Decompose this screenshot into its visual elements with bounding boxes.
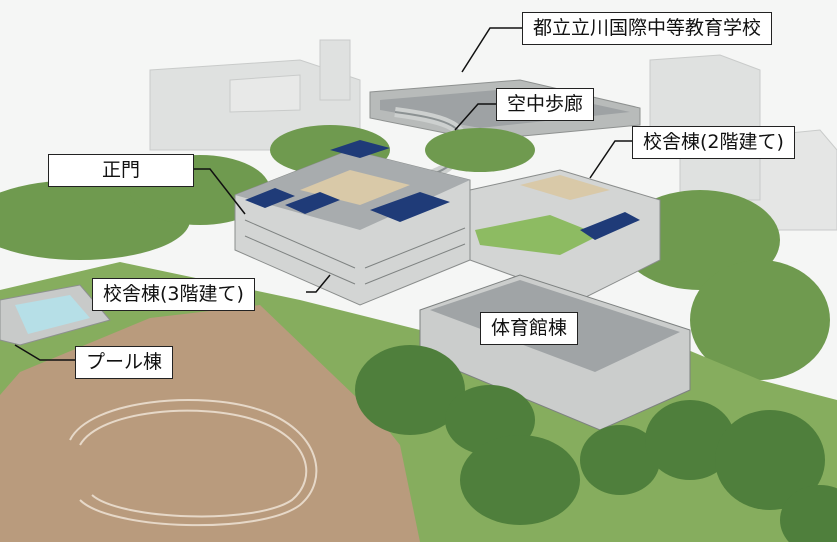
label-school: 都立立川国際中等教育学校 — [522, 12, 773, 45]
callout-leader-lines — [14, 27, 632, 361]
label-two-story-wing: 校舎棟(2階建て) — [632, 126, 795, 159]
label-three-story-wing: 校舎棟(3階建て) — [92, 278, 255, 311]
label-pool: プール棟 — [75, 346, 174, 379]
tree-belt — [0, 125, 830, 380]
foreground-trees — [355, 345, 837, 542]
label-main-gate: 正門 — [48, 154, 194, 187]
label-skywalk: 空中歩廊 — [496, 88, 595, 121]
running-track — [69, 399, 318, 527]
two-story-wing-shape — [469, 169, 661, 301]
pool-building-shape — [0, 284, 111, 346]
three-story-wing-shape — [234, 140, 471, 306]
label-gym: 体育館棟 — [480, 312, 579, 345]
